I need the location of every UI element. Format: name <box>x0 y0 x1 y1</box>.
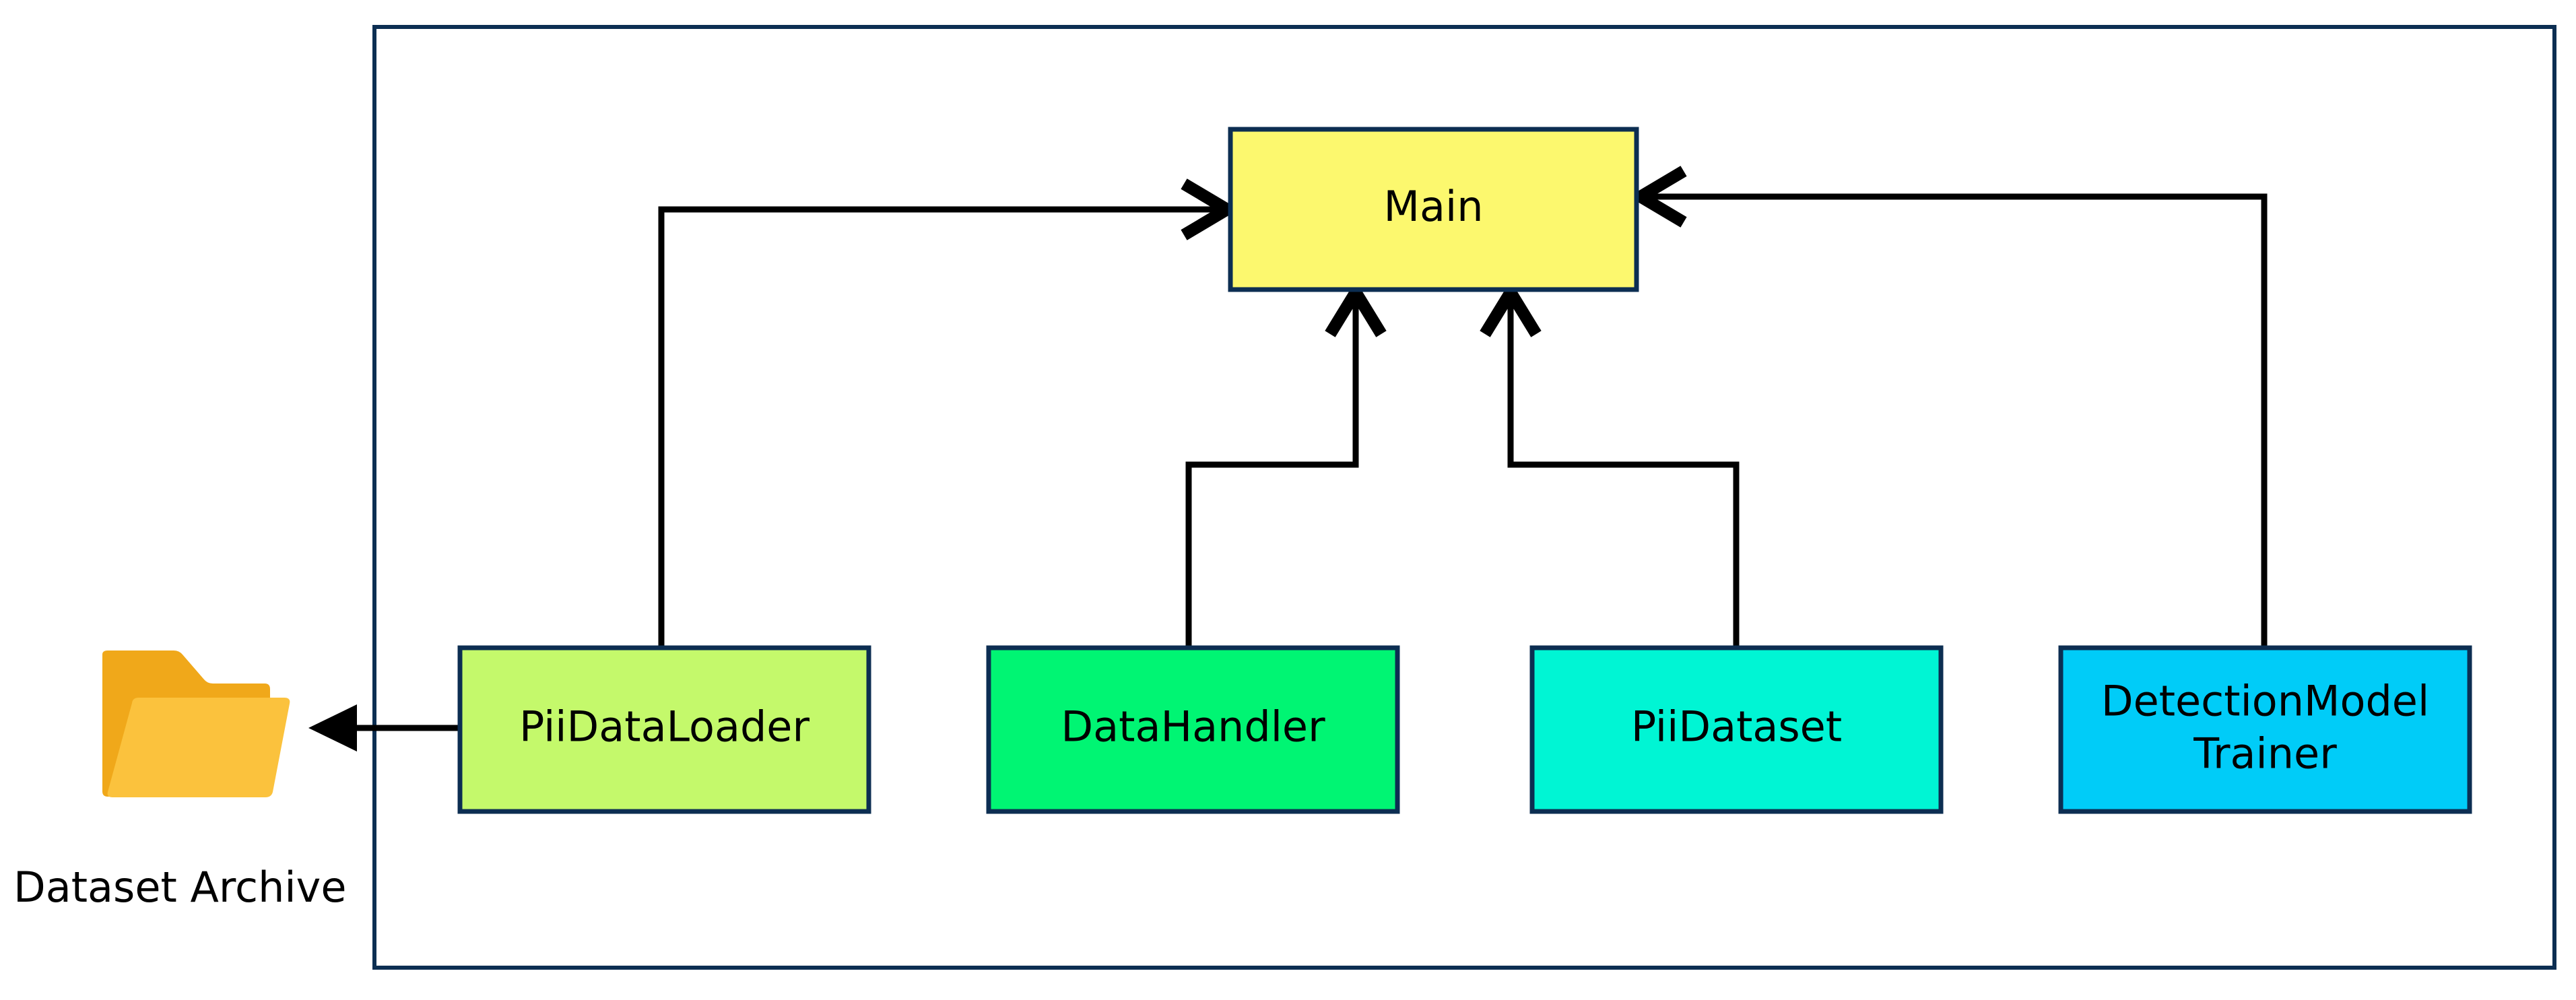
node-main-label: Main <box>1383 182 1483 231</box>
node-detection-model-trainer-label-line2: Trainer <box>2193 729 2337 778</box>
node-data-handler-box[interactable] <box>986 645 1400 814</box>
component-nodes: Main PiiDataLoader DataHandler PiiDatase… <box>457 127 2472 814</box>
edge-pii-dataset-to-main <box>1507 296 1740 648</box>
node-main-box[interactable] <box>1228 127 1639 292</box>
arrowhead-into-main-bottom-right-icon <box>1480 280 1542 337</box>
node-main[interactable]: Main <box>1228 127 1639 292</box>
node-pii-dataset-label: PiiDataset <box>1631 702 1842 752</box>
node-pii-data-loader-label: PiiDataLoader <box>519 702 810 752</box>
node-data-handler-label: DataHandler <box>1061 702 1325 752</box>
edge-detection-model-trainer-to-main <box>1643 193 2268 648</box>
arrowhead-into-main-bottom-left-icon <box>1325 280 1387 337</box>
node-detection-model-trainer-label-line1: DetectionModel <box>2101 677 2429 726</box>
system-boundary <box>372 25 2556 970</box>
node-pii-dataset[interactable]: PiiDataset <box>1529 645 1944 814</box>
node-pii-dataset-box[interactable] <box>1529 645 1944 814</box>
dataset-archive-label: Dataset Archive <box>13 863 347 912</box>
arrowhead-into-main-right-icon <box>1628 166 1687 228</box>
arrow-heads <box>308 166 1687 752</box>
node-pii-data-loader[interactable]: PiiDataLoader <box>457 645 871 814</box>
edge-data-handler-to-main <box>1185 296 1359 648</box>
node-data-handler[interactable]: DataHandler <box>986 645 1400 814</box>
node-detection-model-trainer-box[interactable] <box>2058 645 2472 814</box>
node-detection-model-trainer[interactable]: DetectionModel Trainer <box>2058 645 2472 814</box>
connector-edges <box>317 193 2268 731</box>
node-pii-data-loader-box[interactable] <box>457 645 871 814</box>
folder-open-icon <box>102 651 290 797</box>
folder-front-flap-icon <box>107 698 290 797</box>
arrowhead-into-main-left-icon <box>1181 178 1239 240</box>
arrowhead-into-dataset-archive-icon <box>308 704 357 752</box>
edge-pii-data-loader-to-main <box>658 206 1224 648</box>
